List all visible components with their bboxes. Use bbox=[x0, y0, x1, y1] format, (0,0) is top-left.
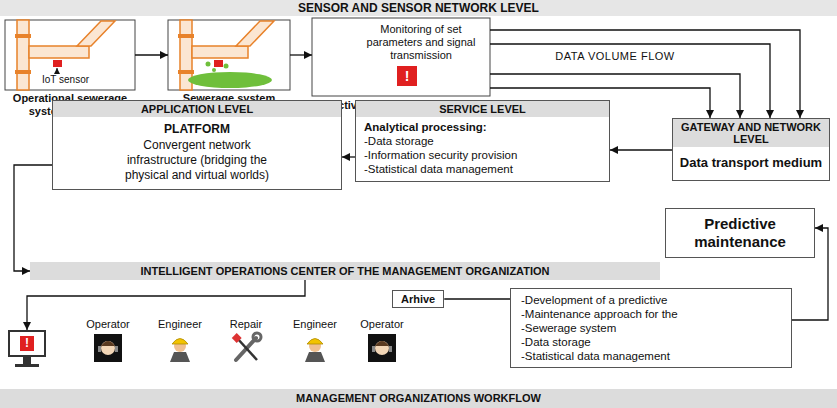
level-heading: SERVICE LEVEL bbox=[356, 101, 609, 117]
flow-arrow bbox=[14, 165, 52, 271]
operator-icon bbox=[94, 334, 122, 362]
engineer-icon bbox=[305, 339, 325, 363]
sewer-illustration bbox=[5, 20, 135, 90]
list-item: -Maintenance approach for the bbox=[513, 307, 789, 321]
box-text: Arhive bbox=[401, 293, 435, 305]
flow-arrow bbox=[135, 54, 168, 55]
failure-illustration bbox=[188, 72, 272, 88]
operator-icon bbox=[101, 341, 115, 355]
repair-icon bbox=[236, 338, 256, 360]
engineer-icon bbox=[307, 339, 323, 345]
list-item: -Sewerage system bbox=[513, 321, 789, 335]
operator-icon bbox=[368, 334, 396, 362]
list-item: -Development of a predictive bbox=[513, 293, 789, 307]
operator-icon bbox=[115, 346, 118, 352]
level-band: SENSOR AND SENSOR NETWORK LEVEL bbox=[0, 0, 837, 16]
engineer-icon bbox=[170, 339, 190, 363]
engineer-icon bbox=[170, 352, 190, 362]
failure-illustration bbox=[178, 34, 194, 38]
repair-icon bbox=[253, 333, 261, 341]
monitor-stand bbox=[15, 357, 39, 367]
role-label: Engineer bbox=[150, 318, 210, 330]
box-text: Predictive maintenance bbox=[672, 215, 808, 251]
list-item: -Data storage bbox=[513, 335, 789, 349]
flow-arrow bbox=[290, 54, 312, 55]
flow-arrow bbox=[610, 149, 672, 150]
list-item: -Statistical data management bbox=[513, 349, 789, 363]
box-text: Analytical processing: bbox=[356, 117, 609, 134]
box-heading: PLATFORM bbox=[53, 117, 341, 136]
role-label: Engineer bbox=[285, 318, 345, 330]
level-heading: GATEWAY AND NETWORK LEVEL bbox=[673, 119, 829, 147]
list-item: -Information security provision bbox=[356, 148, 609, 162]
process-box: Predictive maintenance bbox=[665, 208, 815, 258]
failure-illustration bbox=[236, 21, 274, 46]
sewer-illustration bbox=[17, 20, 29, 90]
part-label: IoT sensor bbox=[42, 74, 102, 85]
warning-sign: ! bbox=[397, 66, 417, 86]
operator-icon bbox=[98, 346, 101, 352]
repair-icon bbox=[237, 338, 257, 360]
level-box: GATEWAY AND NETWORK LEVELData transport … bbox=[672, 118, 830, 181]
failure-illustration bbox=[168, 20, 290, 90]
failure-illustration bbox=[224, 64, 229, 69]
operator-icon bbox=[101, 341, 115, 346]
monitor-stand bbox=[15, 364, 39, 367]
operator-icon bbox=[375, 341, 389, 355]
archive-box: Arhive bbox=[392, 290, 444, 308]
sewer-illustration bbox=[77, 21, 115, 46]
engineer-icon bbox=[305, 352, 325, 362]
role-label: Repair bbox=[216, 318, 276, 330]
band-title: MANAGEMENT ORGANIZATIONS WORKFLOW bbox=[0, 389, 837, 408]
flow-arrow bbox=[27, 280, 305, 330]
failure-illustration bbox=[192, 46, 248, 58]
failure-illustration bbox=[178, 70, 194, 74]
process-box: -Development of a predictive-Maintenance… bbox=[510, 288, 792, 368]
operator-icon bbox=[372, 346, 375, 352]
failure-illustration bbox=[214, 60, 223, 67]
sewer-illustration bbox=[5, 20, 135, 90]
monitor-screen: ! bbox=[8, 330, 46, 357]
failure-illustration bbox=[212, 68, 216, 72]
operator-icon bbox=[389, 346, 392, 352]
warning-sign: ! bbox=[20, 336, 34, 351]
flow-arrow bbox=[444, 298, 510, 299]
role-label: Operator bbox=[78, 318, 138, 330]
band-title: SENSOR AND SENSOR NETWORK LEVEL bbox=[0, 0, 837, 16]
operator-icon bbox=[94, 334, 122, 362]
level-heading: APPLICATION LEVEL bbox=[53, 101, 341, 117]
box-outline bbox=[312, 18, 490, 96]
operator-icon bbox=[375, 341, 389, 346]
box-text: Convergent network infrastructure (bridg… bbox=[117, 138, 277, 183]
list-item: -Statistical data management bbox=[356, 162, 609, 176]
sewer-illustration bbox=[53, 60, 62, 67]
failure-illustration bbox=[206, 62, 211, 67]
sewer-illustration bbox=[15, 70, 31, 74]
level-box: APPLICATION LEVELPLATFORM Convergent netw… bbox=[52, 100, 342, 190]
center-band: INTELLIGENT OPERATIONS CENTER OF THE MAN… bbox=[30, 262, 660, 280]
engineer-icon bbox=[172, 339, 188, 345]
repair-icon bbox=[232, 333, 242, 343]
box-text: Data transport medium bbox=[673, 147, 829, 180]
sewer-illustration bbox=[57, 68, 58, 73]
flow-label: DATA VOLUME FLOW bbox=[552, 50, 677, 62]
list-item: -Data storage bbox=[356, 134, 609, 148]
sewer-illustration bbox=[29, 46, 89, 58]
workflow-band: MANAGEMENT ORGANIZATIONS WORKFLOW bbox=[0, 389, 837, 408]
repair-icon bbox=[232, 333, 261, 360]
operator-icon bbox=[368, 334, 396, 362]
level-box: SERVICE LEVELAnalytical processing:-Data… bbox=[355, 100, 610, 182]
flow-arrow bbox=[342, 156, 355, 157]
band-title: INTELLIGENT OPERATIONS CENTER OF THE MAN… bbox=[30, 262, 660, 280]
role-label: Operator bbox=[352, 318, 412, 330]
sewer-illustration bbox=[15, 34, 31, 38]
monitor-stand bbox=[23, 357, 31, 364]
failure-illustration bbox=[168, 20, 290, 90]
